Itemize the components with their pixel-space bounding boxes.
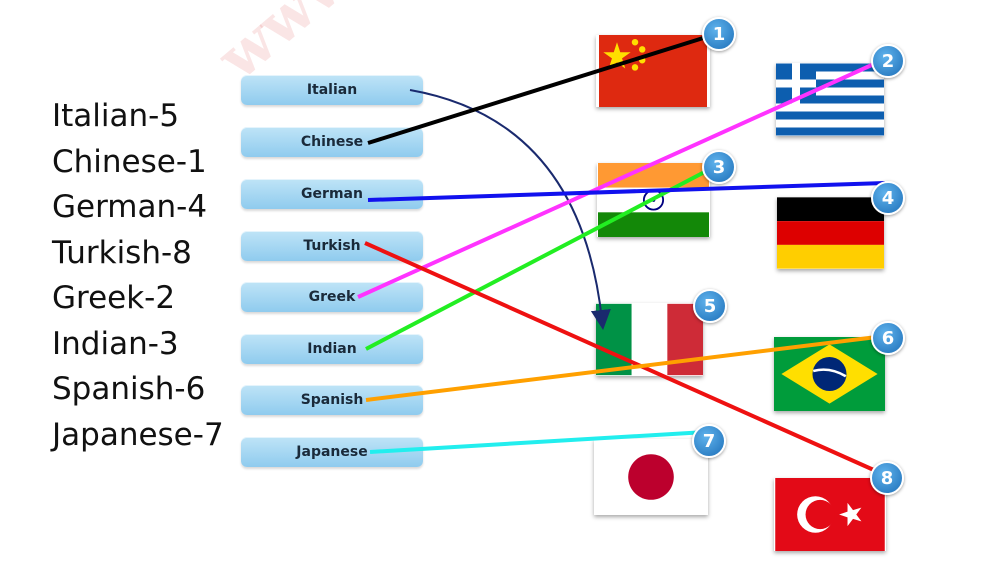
- answer-indian: Indian-3: [52, 325, 179, 362]
- japanese-line: [369, 430, 707, 454]
- number-badge-1: 1: [702, 17, 736, 51]
- number-badge-2: 2: [871, 44, 905, 78]
- answer-italian: Italian-5: [52, 98, 180, 134]
- word-pill-chinese[interactable]: Chinese: [241, 127, 423, 157]
- word-pill-italian[interactable]: Italian: [241, 75, 423, 105]
- answer-turkish: Turkish-8: [52, 234, 192, 271]
- chinese-line: [367, 32, 717, 145]
- answer-japanese: Japanese-7: [52, 416, 224, 453]
- turkish-line: [364, 241, 886, 477]
- word-pill-greek[interactable]: Greek: [241, 282, 423, 312]
- turkey-flag[interactable]: [774, 478, 886, 551]
- italian-arrow: [409, 89, 611, 330]
- germany-flag[interactable]: [777, 197, 884, 269]
- indian-line: [365, 164, 717, 351]
- word-pill-german[interactable]: German: [241, 179, 423, 209]
- number-badge-3: 3: [702, 150, 736, 184]
- word-pill-indian[interactable]: Indian: [241, 334, 423, 364]
- spanish-line: [365, 334, 886, 402]
- china-flag[interactable]: [596, 35, 710, 107]
- german-line: [367, 181, 886, 202]
- greek-line: [357, 57, 886, 299]
- japan-flag[interactable]: [594, 439, 708, 515]
- answer-list: Italian-5 Chinese-1 German-4 Turkish-8 G…: [52, 94, 224, 458]
- answer-chinese: Chinese-1: [52, 143, 207, 180]
- number-badge-7: 7: [692, 424, 726, 458]
- answer-greek: Greek-2: [52, 280, 176, 316]
- answer-spanish: Spanish-6: [52, 371, 206, 407]
- word-pill-spanish[interactable]: Spanish: [241, 385, 423, 415]
- number-badge-8: 8: [870, 461, 904, 495]
- brazil-flag[interactable]: [774, 337, 885, 411]
- number-badge-5: 5: [693, 289, 727, 323]
- number-badge-4: 4: [871, 181, 905, 215]
- answer-german: German-4: [52, 189, 208, 225]
- number-badge-6: 6: [871, 321, 905, 355]
